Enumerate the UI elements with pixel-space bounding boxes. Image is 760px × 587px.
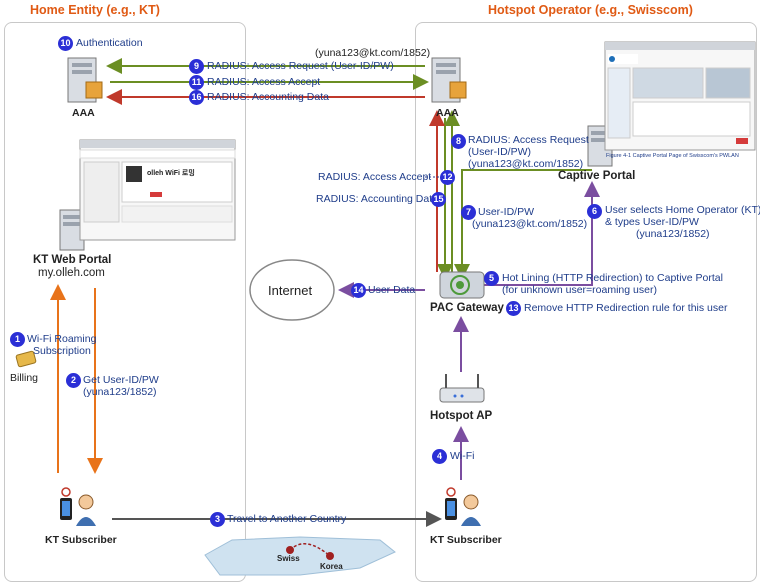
home-entity-panel bbox=[4, 22, 246, 582]
aaa-hotspot-label: AAA bbox=[436, 107, 459, 119]
aaa-hotspot-server-icon bbox=[431, 57, 467, 103]
step-7-line-2: (yuna123@kt.com/1852) bbox=[472, 218, 588, 230]
internet-cloud bbox=[249, 259, 335, 321]
step-2-line-1: Get User-ID/PW bbox=[83, 374, 159, 386]
map-swiss-dot bbox=[286, 546, 294, 554]
step-13-badge: 13 bbox=[506, 301, 521, 316]
step-7-badge: 7 bbox=[461, 205, 476, 220]
step-15-line-1: RADIUS: Accounting Data bbox=[316, 193, 438, 205]
step-6-badge: 6 bbox=[587, 204, 602, 219]
step-7-line-1: User-ID/PW bbox=[478, 206, 534, 218]
map-korea-dot bbox=[326, 552, 334, 560]
captive-portal-label: Captive Portal bbox=[558, 170, 636, 182]
step-10-line-1: Authentication bbox=[76, 37, 143, 49]
step-6-line-2: & types User-ID/PW bbox=[605, 216, 699, 228]
step-1-line-1: Wi-Fi Roaming bbox=[27, 333, 97, 345]
map-swiss-label: Swiss bbox=[277, 554, 300, 563]
aaa-home-label: AAA bbox=[72, 107, 95, 119]
world-map-icon bbox=[204, 536, 396, 576]
kt-subscriber-home-icon bbox=[60, 487, 96, 526]
internet-label: Internet bbox=[268, 283, 313, 298]
step-9-user-id: (yuna123@kt.com/1852) bbox=[315, 47, 431, 59]
swisscom-screenshot-caption: Figure 4-1 Captive Portal Page of Swissc… bbox=[606, 153, 739, 159]
arrow-step-6 bbox=[478, 181, 600, 286]
step-8-line-3: (yuna123@kt.com/1852) bbox=[468, 158, 584, 170]
step-10-badge: 10 bbox=[58, 36, 73, 51]
pac-gateway-label: PAC Gateway bbox=[430, 302, 504, 314]
pac-gateway-icon bbox=[439, 271, 485, 299]
kt-web-portal-label: KT Web Portal bbox=[33, 254, 112, 266]
kt-subscriber-hotspot-label: KT Subscriber bbox=[430, 534, 502, 546]
olleh-portal-screenshot bbox=[79, 139, 236, 241]
olleh-screenshot-heading: olleh WiFi 로밍 bbox=[147, 170, 195, 177]
arrow-step-7 bbox=[454, 169, 592, 280]
step-1-line-2: Subscription bbox=[33, 345, 91, 357]
step-14-badge: 14 bbox=[351, 283, 366, 298]
step-6-line-3: (yuna123/1852) bbox=[636, 228, 710, 240]
hotspot-ap-label: Hotspot AP bbox=[430, 410, 493, 422]
step-5-line-2: (for unknown user=roaming user) bbox=[502, 284, 657, 296]
billing-icon bbox=[15, 350, 37, 368]
step-12-badge: 12 bbox=[440, 170, 455, 185]
step-5-line-1: Hot Lining (HTTP Redirection) to Captive… bbox=[502, 272, 723, 284]
step-16-badge: 16 bbox=[189, 90, 204, 105]
hotspot-ap-icon bbox=[439, 374, 485, 403]
step-9-line-1: RADIUS: Access Request (User-ID/PW) bbox=[207, 60, 394, 72]
step-14-line-1: User Data bbox=[368, 284, 416, 296]
step-12-line-1: RADIUS: Access Accept bbox=[318, 171, 432, 183]
map-korea-label: Korea bbox=[320, 562, 343, 571]
step-5-badge: 5 bbox=[484, 271, 499, 286]
step-2-line-2: (yuna123/1852) bbox=[83, 386, 157, 398]
hotspot-operator-title: Hotspot Operator (e.g., Swisscom) bbox=[488, 3, 693, 17]
kt-subscriber-hotspot-icon bbox=[445, 487, 481, 526]
step-6-line-1: User selects Home Operator (KT) bbox=[605, 204, 760, 216]
step-8-line-2: (User-ID/PW) bbox=[468, 146, 531, 158]
kt-web-portal-url: my.olleh.com bbox=[38, 267, 105, 279]
step-11-line-1: RADIUS: Access Accept bbox=[207, 76, 321, 88]
kt-subscriber-home-label: KT Subscriber bbox=[45, 534, 117, 546]
step-4-line-1: Wi-Fi bbox=[450, 450, 475, 462]
step-8-badge: 8 bbox=[451, 134, 466, 149]
step-11-badge: 11 bbox=[189, 75, 204, 90]
step-2-badge: 2 bbox=[66, 373, 81, 388]
step-9-badge: 9 bbox=[189, 59, 204, 74]
swisscom-portal-screenshot bbox=[604, 41, 756, 151]
billing-label: Billing bbox=[10, 372, 39, 384]
step-13-line-1: Remove HTTP Redirection rule for this us… bbox=[524, 302, 728, 314]
home-entity-title: Home Entity (e.g., KT) bbox=[30, 3, 160, 17]
step-1-badge: 1 bbox=[10, 332, 25, 347]
step-15-badge: 15 bbox=[431, 192, 446, 207]
step-16-line-1: RADIUS: Accounting Data bbox=[207, 91, 329, 103]
aaa-home-server-icon bbox=[67, 57, 103, 103]
step-3-line-1: Travel to Another Country bbox=[227, 513, 347, 525]
step-8-line-1: RADIUS: Access Request bbox=[468, 134, 589, 146]
step-4-badge: 4 bbox=[432, 449, 447, 464]
step-3-badge: 3 bbox=[210, 512, 225, 527]
